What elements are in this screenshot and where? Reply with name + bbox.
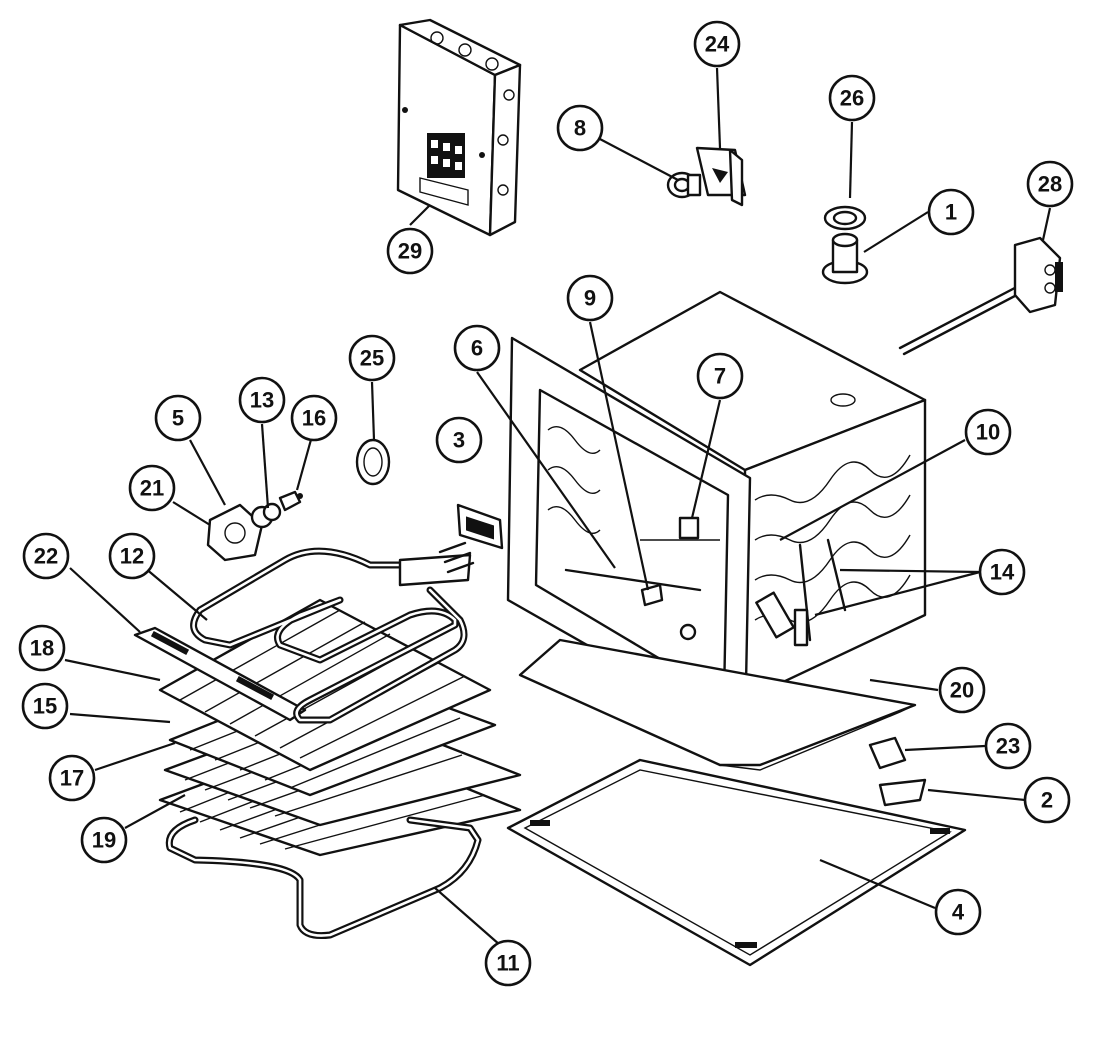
part-thermostat-group (206, 490, 303, 562)
callout-16: 16 (290, 394, 338, 442)
svg-text:6: 6 (471, 336, 483, 361)
svg-text:9: 9 (584, 286, 596, 311)
callout-4: 4 (934, 888, 982, 936)
svg-text:12: 12 (120, 544, 144, 569)
svg-text:19: 19 (92, 828, 116, 853)
svg-text:1: 1 (945, 200, 957, 225)
callout-5: 5 (154, 394, 202, 442)
callout-12: 12 (108, 532, 156, 580)
part-grommet (355, 438, 391, 486)
svg-text:25: 25 (360, 346, 384, 371)
callout-24: 24 (693, 20, 741, 68)
part-switch-knob (666, 171, 702, 199)
leader-lines (64, 67, 1052, 946)
part-terminal-block (898, 236, 1063, 356)
callout-6: 6 (453, 324, 501, 372)
part-vent-tube (821, 232, 869, 285)
callout-18: 18 (18, 624, 66, 672)
callout-25: 25 (348, 334, 396, 382)
callout-20: 20 (938, 666, 986, 714)
svg-text:7: 7 (714, 364, 726, 389)
svg-text:10: 10 (976, 420, 1000, 445)
svg-text:28: 28 (1038, 172, 1062, 197)
callout-8: 8 (556, 104, 604, 152)
svg-text:21: 21 (140, 476, 164, 501)
callout-9: 9 (566, 274, 614, 322)
svg-text:24: 24 (705, 32, 730, 57)
svg-text:18: 18 (30, 636, 54, 661)
svg-text:15: 15 (33, 694, 57, 719)
callout-17: 17 (48, 754, 96, 802)
part-lower-bracket (868, 736, 927, 807)
svg-text:8: 8 (574, 116, 586, 141)
svg-text:22: 22 (34, 544, 58, 569)
part-broil-element (190, 541, 475, 724)
svg-text:2: 2 (1041, 788, 1053, 813)
part-mounting-bracket (695, 146, 747, 207)
part-bottom-panel (518, 638, 917, 771)
part-junction-box (396, 18, 522, 237)
callout-29: 29 (386, 227, 434, 275)
callout-21: 21 (128, 464, 176, 512)
svg-text:29: 29 (398, 239, 422, 264)
svg-text:17: 17 (60, 766, 84, 791)
callout-13: 13 (238, 376, 286, 424)
callout-15: 15 (21, 682, 69, 730)
callout-22: 22 (22, 532, 70, 580)
part-vent-gasket (823, 205, 867, 231)
svg-text:26: 26 (840, 86, 864, 111)
part-oven-racks (133, 598, 522, 857)
svg-text:3: 3 (453, 428, 465, 453)
callout-2: 2 (1023, 776, 1071, 824)
svg-text:11: 11 (496, 951, 519, 976)
svg-text:16: 16 (302, 406, 326, 431)
part-bottom-tray (506, 758, 967, 967)
part-bake-element (165, 816, 482, 939)
svg-text:5: 5 (172, 406, 184, 431)
part-oven-cavity (506, 290, 927, 737)
svg-text:14: 14 (990, 560, 1015, 585)
svg-text:4: 4 (952, 900, 965, 925)
svg-text:20: 20 (950, 678, 974, 703)
part-side-bracket (456, 503, 504, 550)
callout-10: 10 (964, 408, 1012, 456)
svg-text:23: 23 (996, 734, 1020, 759)
svg-text:13: 13 (250, 388, 274, 413)
callout-23: 23 (984, 722, 1032, 770)
callout-11: 11 (484, 939, 532, 987)
callout-14: 14 (978, 548, 1026, 596)
callout-3: 3 (435, 416, 483, 464)
callout-7: 7 (696, 352, 744, 400)
callout-26: 26 (828, 74, 876, 122)
callout-1: 1 (927, 188, 975, 236)
callout-19: 19 (80, 816, 128, 864)
callout-28: 28 (1026, 160, 1074, 208)
